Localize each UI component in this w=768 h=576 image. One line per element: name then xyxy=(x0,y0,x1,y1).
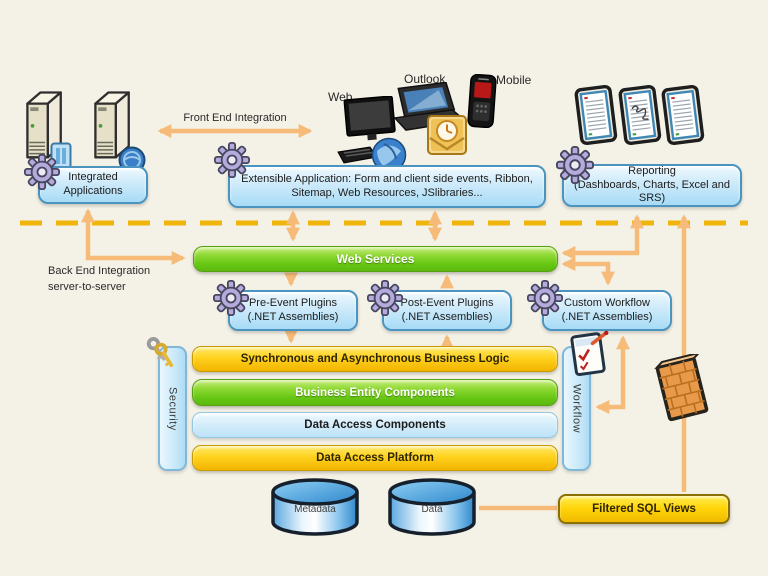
customworkflow-workflow-arrow xyxy=(595,335,630,414)
gear-icon xyxy=(213,280,249,316)
report-icon xyxy=(618,84,662,148)
data-access-components-label: Data Access Components xyxy=(304,419,446,431)
business-logic-label: Synchronous and Asynchronous Business Lo… xyxy=(240,353,510,365)
gear-icon xyxy=(24,154,60,190)
integrated-applications-label: Integrated Applications xyxy=(63,171,123,197)
front-end-integration-label: Front End Integration xyxy=(183,112,287,124)
extensible-application-node: Extensible Application: Form and client … xyxy=(228,165,546,208)
firewall-icon xyxy=(654,354,709,422)
webservices-reporting-arrow xyxy=(561,214,644,260)
data-access-components-bar: Data Access Components xyxy=(192,412,558,438)
database-cylinder-icon xyxy=(271,478,359,536)
custom-workflow-sublabel: (.NET Assemblies) xyxy=(561,310,653,323)
data-access-platform-bar: Data Access Platform xyxy=(192,445,558,471)
report-icon xyxy=(661,84,705,148)
outlook-client-label: Outlook xyxy=(404,72,446,86)
data-db-label: Data xyxy=(421,504,443,515)
checklist-icon xyxy=(570,330,609,377)
metadata-db-label: Metadata xyxy=(294,504,336,515)
pre-event-plugins-node: Pre-Event Plugins (.NET Assemblies) xyxy=(228,290,358,331)
web-client-icon xyxy=(337,96,407,173)
web-services-label: Web Services xyxy=(336,252,415,266)
pre-event-plugins-sublabel: (.NET Assemblies) xyxy=(247,310,339,323)
pre-event-plugins-label: Pre-Event Plugins xyxy=(248,296,338,309)
post-event-plugins-node: Post-Event Plugins (.NET Assemblies) xyxy=(382,290,512,331)
business-entity-label: Business Entity Components xyxy=(295,386,455,399)
database-cylinder-icon xyxy=(388,478,476,536)
post-event-plugins-label: Post-Event Plugins xyxy=(400,296,494,309)
webservices-customworkflow-arrow xyxy=(561,257,615,286)
gear-icon xyxy=(527,280,563,316)
security-bar: Security xyxy=(158,346,187,471)
custom-workflow-node: Custom Workflow (.NET Assemblies) xyxy=(542,290,672,331)
custom-workflow-label: Custom Workflow xyxy=(564,296,650,309)
reporting-label: Reporting xyxy=(628,164,676,177)
report-icon xyxy=(574,84,618,148)
back-end-integration-arrow xyxy=(81,208,186,265)
filtered-sql-views-label: Filtered SQL Views xyxy=(592,503,696,515)
gear-icon xyxy=(367,280,403,316)
post-event-plugins-sublabel: (.NET Assemblies) xyxy=(401,310,493,323)
gear-icon xyxy=(214,142,250,178)
mobile-client-label: Mobile xyxy=(496,73,532,87)
data-access-platform-label: Data Access Platform xyxy=(316,452,434,464)
back-end-line1: Back End Integration xyxy=(48,265,151,277)
business-entity-bar: Business Entity Components xyxy=(192,379,558,406)
back-end-line2: server-to-server xyxy=(48,280,126,293)
web-services-bar: Web Services xyxy=(193,246,558,272)
back-end-integration-label: Back End Integration server-to-server xyxy=(48,264,178,296)
keys-icon xyxy=(146,337,174,368)
business-logic-bar: Synchronous and Asynchronous Business Lo… xyxy=(192,346,558,372)
workflow-label: Workflow xyxy=(570,383,583,434)
filtered-sql-views-node: Filtered SQL Views xyxy=(558,494,730,524)
outlook-client-icon xyxy=(393,82,468,155)
security-label: Security xyxy=(166,386,179,431)
gear-icon xyxy=(556,146,594,184)
reporting-sublabel: (Dashboards, Charts, Excel and SRS) xyxy=(574,178,730,205)
extensible-application-label: Extensible Application: Form and client … xyxy=(241,172,533,199)
reporting-node: Reporting (Dashboards, Charts, Excel and… xyxy=(562,164,742,207)
mobile-phone-icon xyxy=(467,74,497,128)
